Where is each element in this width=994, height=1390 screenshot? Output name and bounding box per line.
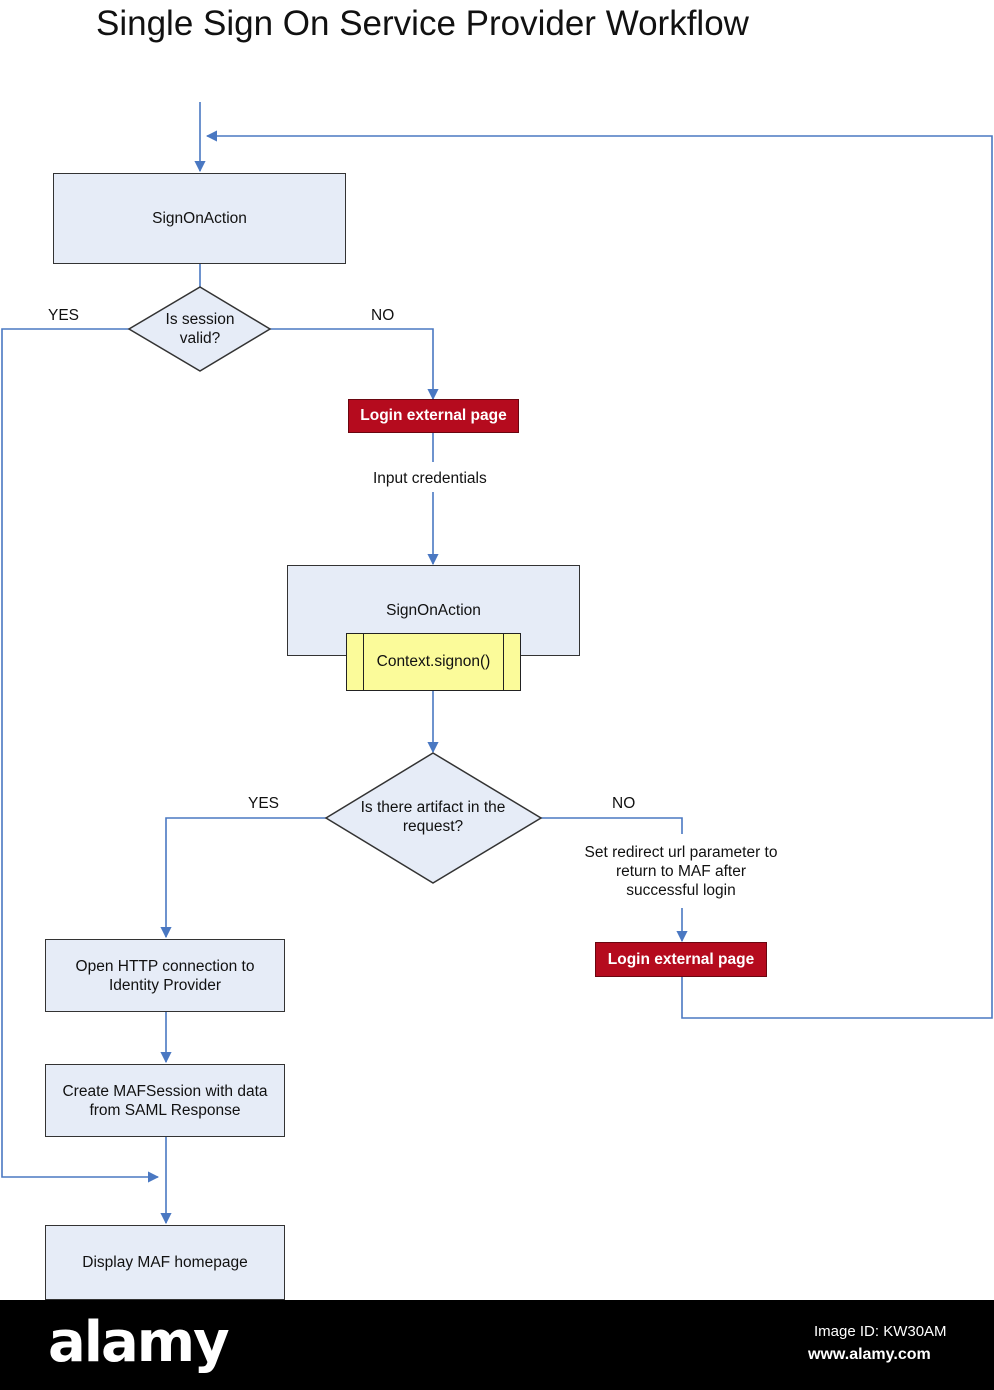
login-external-page-label-2: Login external page [607, 950, 755, 968]
display-homepage-box: Display MAF homepage [45, 1225, 285, 1300]
connector-artifact-yes [160, 817, 326, 939]
open-http-box: Open HTTP connection to Identity Provide… [45, 939, 285, 1012]
artifact-decision-label: Is there artifact in the request? [360, 799, 506, 835]
connector-artifact-no [541, 817, 683, 834]
page-title: Single Sign On Service Provider Workflow [96, 4, 749, 43]
session-decision-label: Is session valid? [165, 311, 235, 347]
open-http-label: Open HTTP connection to Identity Provide… [75, 957, 255, 994]
process-left-bar [363, 634, 364, 690]
watermark-footer [0, 1300, 994, 1390]
signon-action-label: SignOnAction [152, 210, 247, 227]
artifact-no-label: NO [612, 795, 636, 812]
image-id-text: Image ID: KW30AM [814, 1323, 947, 1340]
session-yes-label: YES [48, 307, 80, 324]
create-session-box: Create MAFSession with data from SAML Re… [45, 1064, 285, 1137]
signon-action-label-2: SignOnAction [386, 602, 481, 619]
display-homepage-label: Display MAF homepage [82, 1254, 248, 1271]
context-signon-process-box: Context.signon() [346, 633, 521, 691]
login-external-page-label: Login external page [360, 407, 507, 424]
context-signon-label: Context.signon() [376, 653, 491, 670]
session-decision-diamond [127, 286, 272, 372]
flow-connectors [1, 102, 993, 1225]
input-credentials-label: Input credentials [373, 470, 487, 487]
site-url-text: www.alamy.com [808, 1346, 931, 1363]
login-external-page-box-2: Login external page [595, 942, 767, 977]
session-no-label: NO [371, 307, 395, 324]
login-external-page-box: Login external page [348, 399, 519, 433]
signon-action-box: SignOnAction [53, 173, 346, 264]
create-session-label: Create MAFSession with data from SAML Re… [62, 1082, 268, 1119]
connector-session-yes [1, 328, 160, 1183]
connector-session-no [270, 328, 439, 401]
artifact-yes-label: YES [248, 795, 280, 812]
alamy-logo: alamy [48, 1310, 230, 1375]
set-redirect-label: Set redirect url parameter to return to … [584, 844, 778, 899]
process-right-bar [503, 634, 504, 690]
artifact-decision-diamond [324, 752, 543, 884]
connector-loop-back [205, 130, 993, 1019]
